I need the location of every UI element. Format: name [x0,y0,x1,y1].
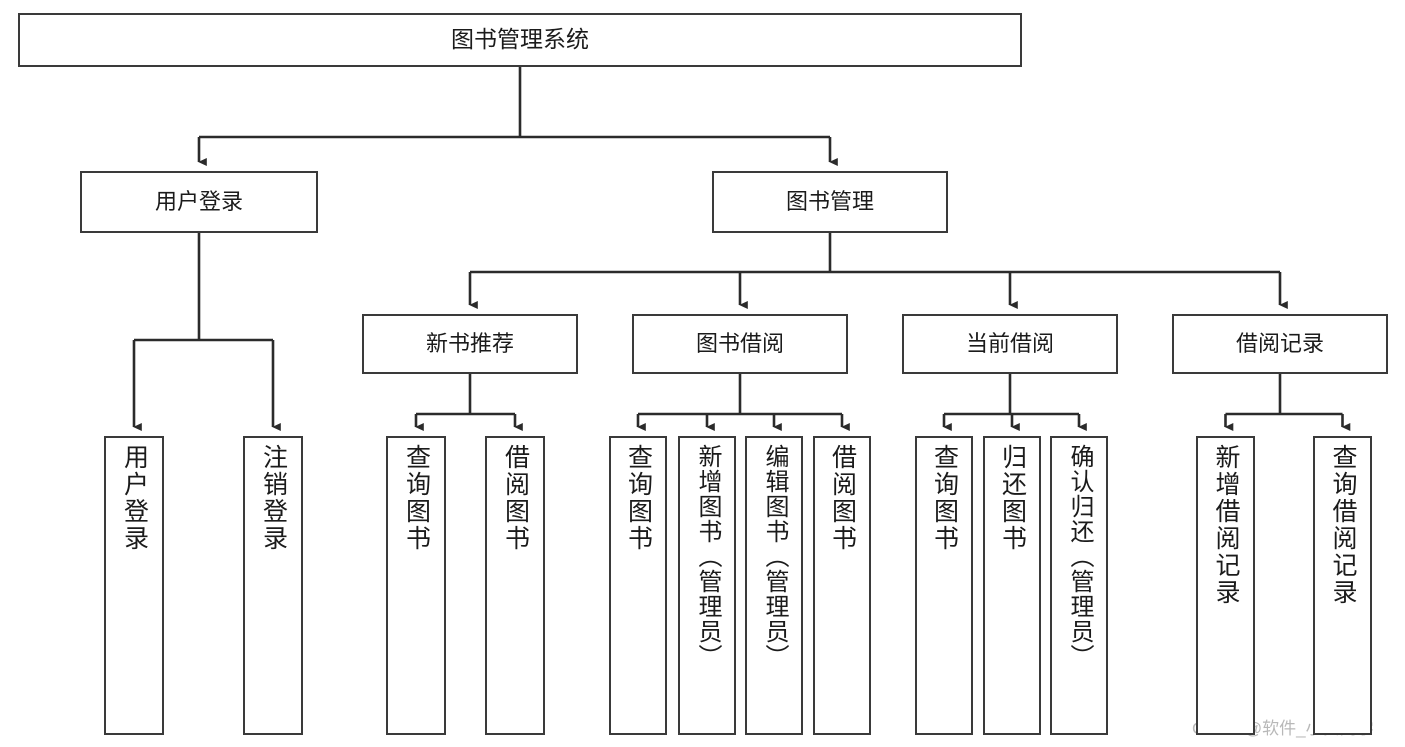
node-new-book-rec[interactable]: 新书推荐 [362,314,578,374]
node-user-login-label: 用户登录 [154,189,243,215]
node-root[interactable]: 图书管理系统 [18,13,1022,67]
leaf-leaf-query-book-3-label: 查询图书 [930,444,959,552]
leaf-leaf-logout[interactable]: 注销登录 [243,436,303,735]
leaf-leaf-borrow-book-2-label: 借阅图书 [828,444,857,552]
node-book-manage-label: 图书管理 [785,189,874,215]
node-current-borrow-label: 当前借阅 [965,331,1054,357]
leaf-leaf-add-book-label: 新增图书（管理员） [694,444,721,669]
node-user-login[interactable]: 用户登录 [80,171,318,233]
leaf-leaf-borrow-book-1[interactable]: 借阅图书 [485,436,545,735]
leaf-leaf-borrow-book-1-label: 借阅图书 [501,444,530,552]
leaf-leaf-add-record[interactable]: 新增借阅记录 [1196,436,1255,735]
node-book-borrow[interactable]: 图书借阅 [632,314,848,374]
leaf-leaf-query-book-2[interactable]: 查询图书 [609,436,667,735]
leaf-leaf-edit-book-label: 编辑图书（管理员） [761,444,788,669]
node-book-manage[interactable]: 图书管理 [712,171,948,233]
leaf-leaf-query-book-3[interactable]: 查询图书 [915,436,973,735]
leaf-leaf-user-login[interactable]: 用户登录 [104,436,164,735]
leaf-leaf-query-book-1[interactable]: 查询图书 [386,436,446,735]
leaf-leaf-return-book[interactable]: 归还图书 [983,436,1041,735]
leaf-leaf-borrow-book-2[interactable]: 借阅图书 [813,436,871,735]
node-book-borrow-label: 图书借阅 [695,331,784,357]
leaf-leaf-confirm-return-label: 确认归还（管理员） [1066,444,1093,669]
node-root-label: 图书管理系统 [451,26,589,53]
leaf-leaf-add-book[interactable]: 新增图书（管理员） [678,436,736,735]
leaf-leaf-logout-label: 注销登录 [259,444,288,552]
leaf-leaf-query-record-label: 查询借阅记录 [1329,444,1357,606]
leaf-leaf-query-record[interactable]: 查询借阅记录 [1313,436,1372,735]
node-new-book-rec-label: 新书推荐 [425,331,514,357]
leaf-leaf-add-record-label: 新增借阅记录 [1212,444,1240,606]
node-borrow-record[interactable]: 借阅记录 [1172,314,1388,374]
node-current-borrow[interactable]: 当前借阅 [902,314,1118,374]
leaf-leaf-confirm-return[interactable]: 确认归还（管理员） [1050,436,1108,735]
leaf-leaf-query-book-1-label: 查询图书 [402,444,431,552]
leaf-leaf-query-book-2-label: 查询图书 [624,444,653,552]
node-borrow-record-label: 借阅记录 [1235,331,1324,357]
leaf-leaf-return-book-label: 归还图书 [998,444,1027,552]
leaf-leaf-user-login-label: 用户登录 [120,444,149,552]
leaf-leaf-edit-book[interactable]: 编辑图书（管理员） [745,436,803,735]
